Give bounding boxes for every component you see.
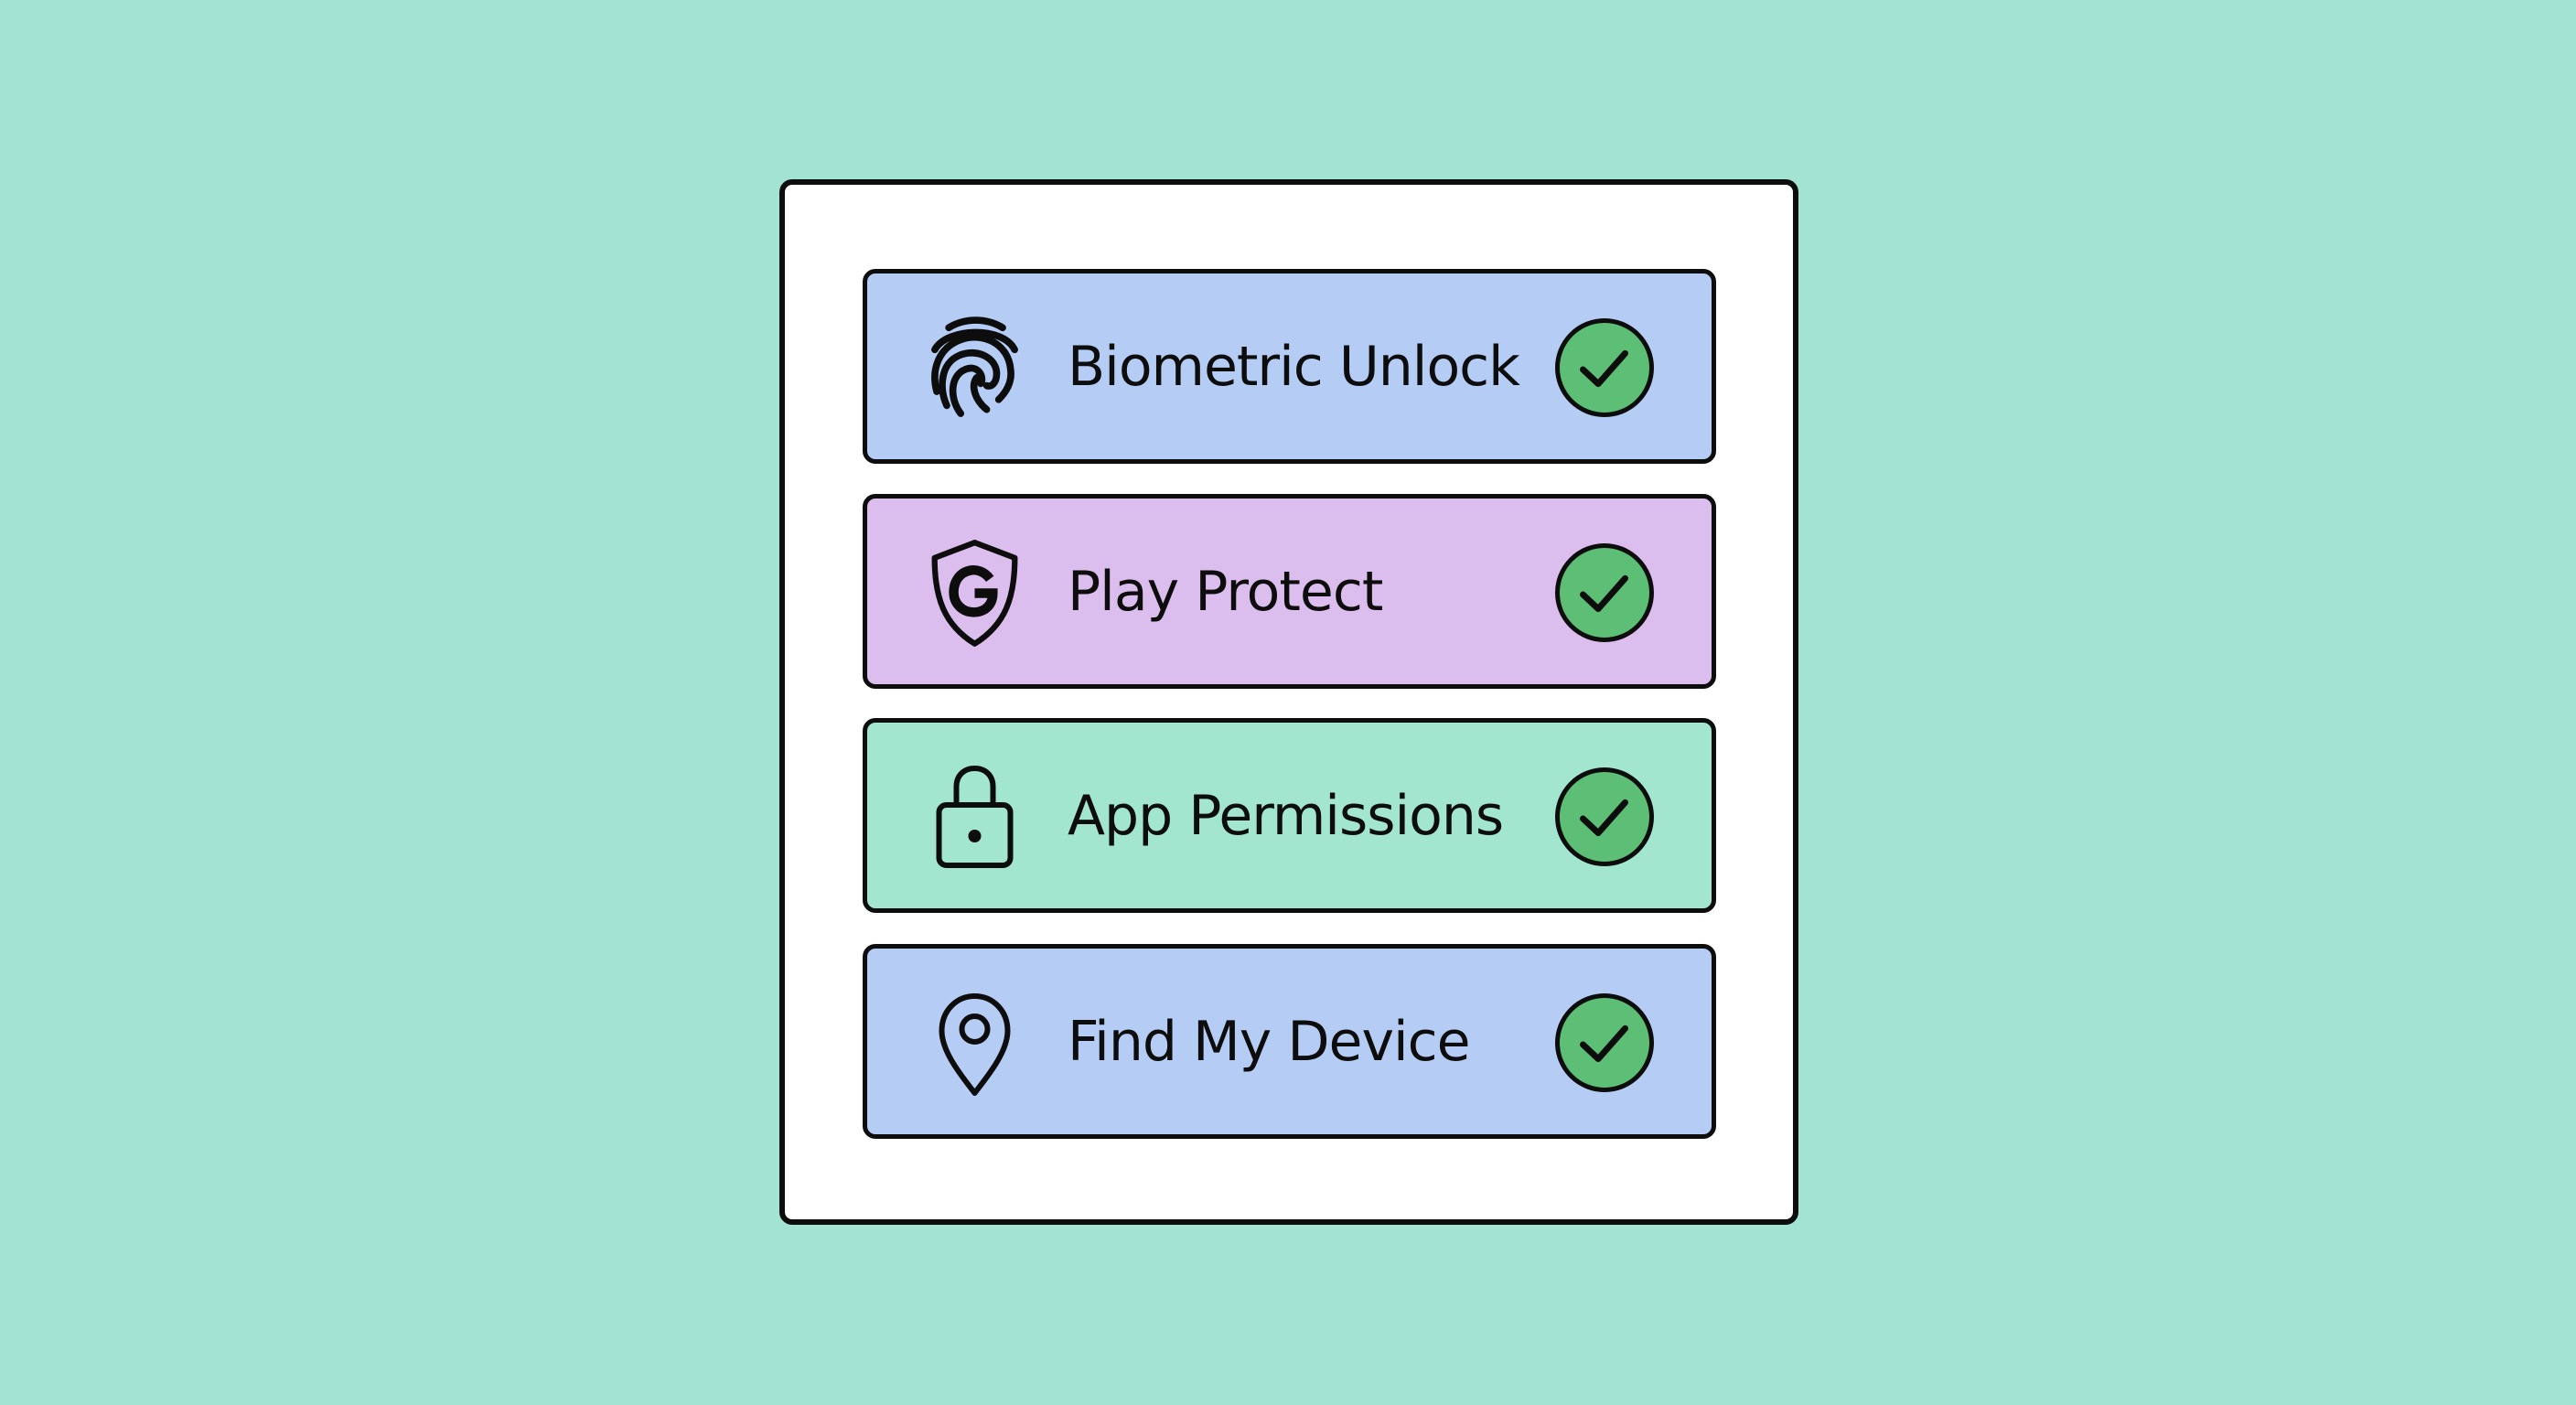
lock-icon [922, 763, 1027, 873]
item-label: Find My Device [1068, 1009, 1471, 1074]
shield-g-icon [922, 539, 1027, 649]
checklist-item-biometric-unlock[interactable]: Biometric Unlock [863, 269, 1716, 464]
item-label: App Permissions [1068, 783, 1504, 848]
location-pin-icon [922, 989, 1027, 1099]
check-circle-icon [1555, 993, 1654, 1092]
check-circle-icon [1555, 543, 1654, 642]
item-label: Biometric Unlock [1068, 334, 1520, 399]
check-circle-icon [1555, 318, 1654, 417]
checklist-item-app-permissions[interactable]: App Permissions [863, 718, 1716, 913]
checklist-item-find-my-device[interactable]: Find My Device [863, 944, 1716, 1139]
item-label: Play Protect [1068, 559, 1383, 624]
fingerprint-icon [922, 314, 1027, 424]
checklist-item-play-protect[interactable]: Play Protect [863, 494, 1716, 689]
check-circle-icon [1555, 767, 1654, 866]
